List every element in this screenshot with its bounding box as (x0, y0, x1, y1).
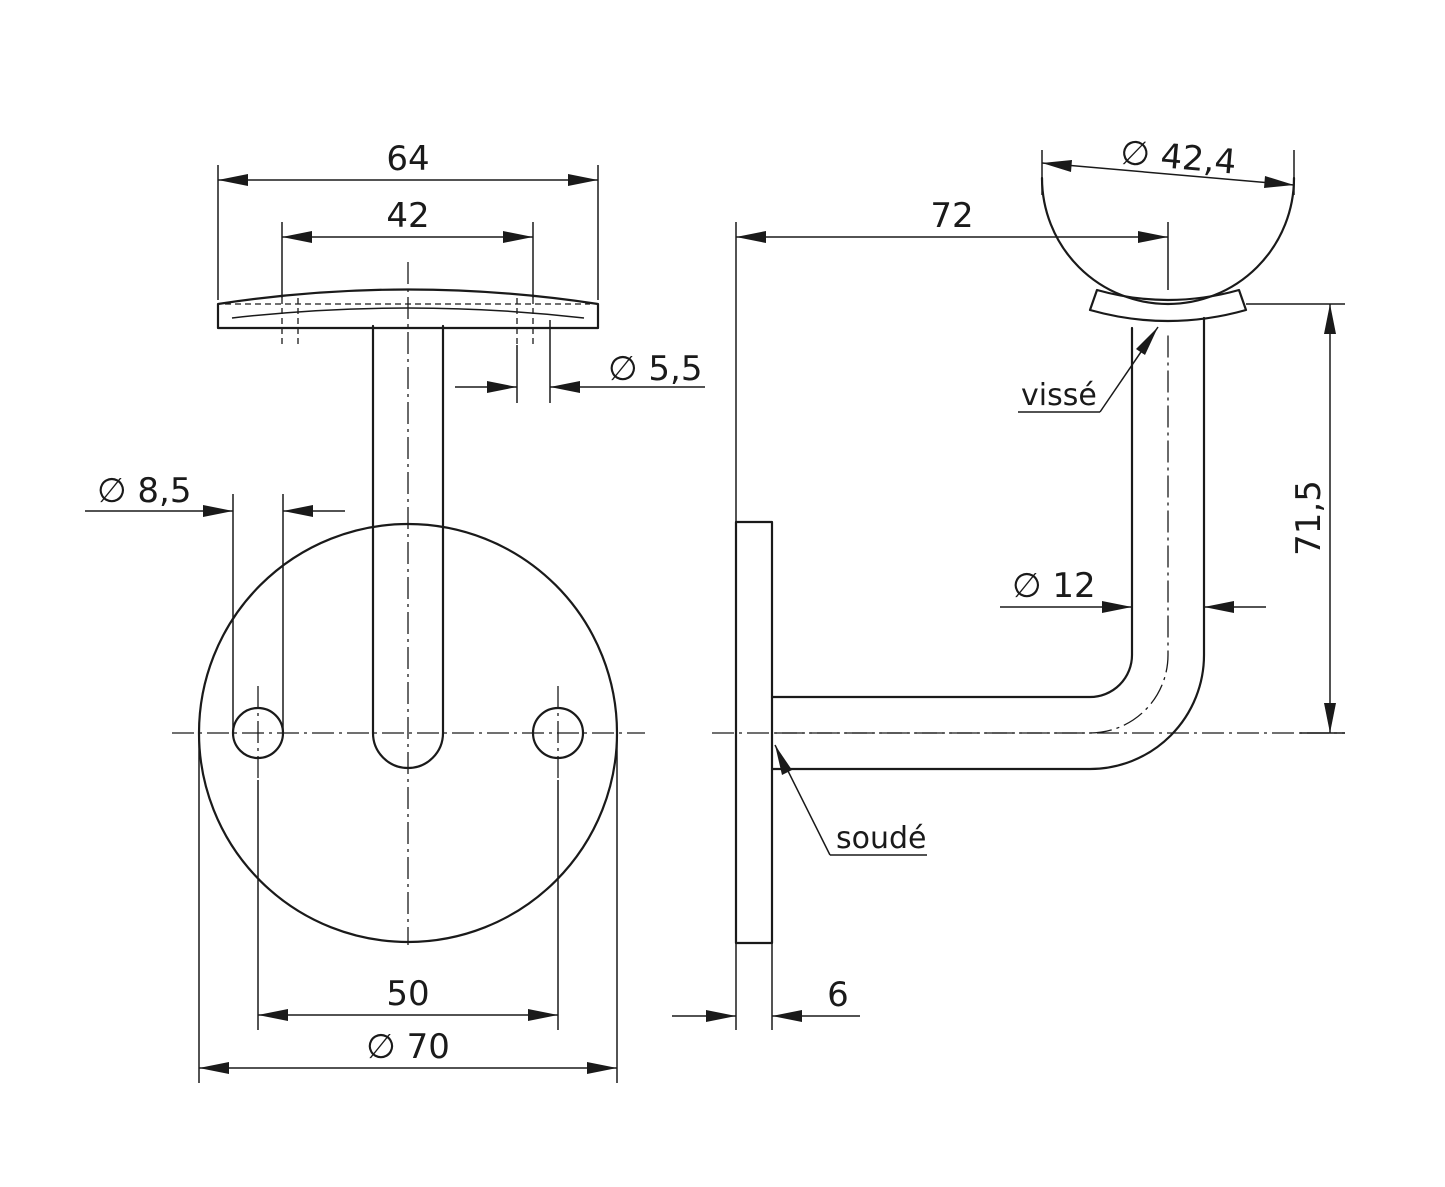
wall-plate (734, 520, 774, 945)
dim-42: 42 (281, 196, 534, 298)
dim-6-label: 6 (827, 975, 849, 1015)
saddle-inner-curve (231, 307, 585, 319)
note-visse-label: vissé (1021, 378, 1097, 413)
dim-71-5: 71,5 (1246, 303, 1345, 734)
dim-50-label: 50 (386, 974, 429, 1014)
note-soude: soudé (774, 744, 927, 856)
dim-42-4-label: ∅ 42,4 (1119, 133, 1238, 183)
dim-8-5-label: ∅ 8,5 (97, 471, 192, 511)
dim-5-5-label: ∅ 5,5 (608, 349, 703, 389)
note-visse: vissé (1018, 326, 1159, 413)
stem (371, 324, 445, 770)
dim-42-4: ∅ 42,4 (1041, 133, 1295, 195)
dim-12-label: ∅ 12 (1012, 566, 1096, 606)
dim-71-5-label: 71,5 (1289, 480, 1329, 556)
bent-bar-outer (770, 316, 1206, 771)
saddle-plate (216, 288, 600, 330)
dim-72: 72 (735, 196, 1169, 522)
saddle-side (1088, 288, 1248, 323)
front-view: 64 42 ∅ 5,5 ∅ 8 (85, 139, 705, 1083)
dim-8-5: ∅ 8,5 (85, 471, 345, 733)
dim-64: 64 (217, 139, 599, 300)
dim-70-label: ∅ 70 (366, 1027, 450, 1067)
side-view: ∅ 42,4 72 71,5 ∅ 12 (672, 133, 1345, 1030)
dim-5-5: ∅ 5,5 (455, 320, 705, 403)
dim-64-label: 64 (386, 139, 429, 179)
bar-centerline (775, 332, 1169, 734)
bent-bar-inner (770, 326, 1134, 699)
dim-70: ∅ 70 (198, 733, 618, 1083)
dim-72-label: 72 (930, 196, 973, 236)
dim-50: 50 (257, 780, 559, 1030)
handrail-half-circle (1040, 176, 1296, 306)
dim-12: ∅ 12 (1000, 566, 1266, 613)
note-soude-label: soudé (836, 821, 927, 856)
dim-42-label: 42 (386, 196, 429, 236)
dim-6: 6 (672, 943, 860, 1030)
